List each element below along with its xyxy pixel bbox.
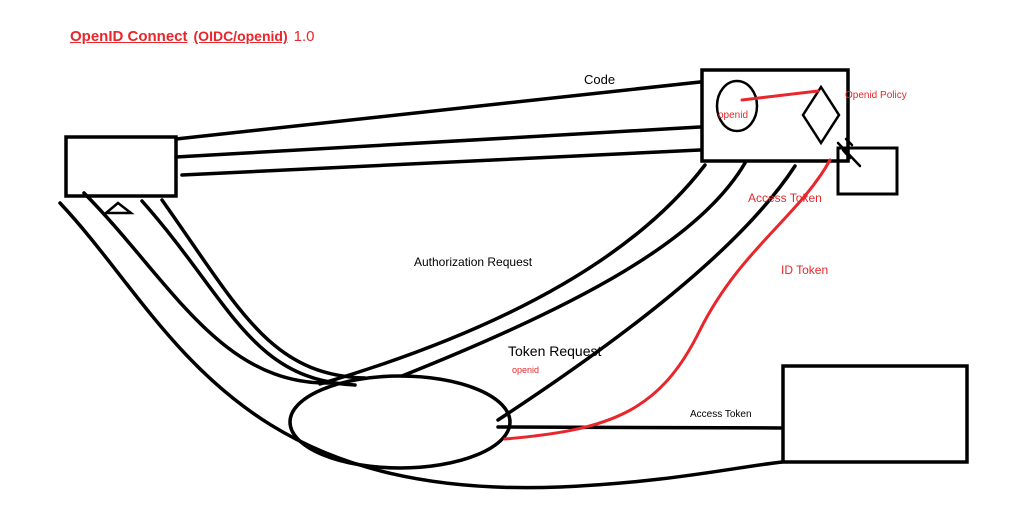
- id-token-label: ID Token: [781, 263, 829, 277]
- ellipse-server-curve-2: [400, 161, 747, 378]
- token-request-label: Token Request: [508, 343, 602, 359]
- client-stand: [102, 201, 135, 215]
- openid-policy-label: Openid Policy: [845, 90, 907, 101]
- title-paren: (OIDC/openid): [193, 28, 288, 44]
- ellipse-server-curve-3: [496, 164, 797, 422]
- access-token-red-label: Access Token: [748, 191, 822, 205]
- access-token-line: [496, 425, 784, 430]
- client-server-line-2: [174, 125, 702, 159]
- openid-circle: [715, 79, 759, 133]
- client-ellipse-curve-1: [82, 191, 332, 385]
- openid-policy-link: [740, 89, 820, 102]
- code-line: [174, 80, 702, 141]
- hatch-lines: [836, 137, 862, 168]
- client-server-line-3: [180, 148, 702, 177]
- access-token-bottom-label: Access Token: [690, 409, 752, 420]
- small-box: [836, 146, 899, 196]
- user-agent-ellipse: [288, 374, 512, 470]
- code-label: Code: [584, 72, 616, 87]
- openid-small-label: openid: [512, 365, 540, 375]
- resource-server-box: [781, 364, 969, 464]
- client-resource-curve: [58, 201, 784, 490]
- ellipse-server-curve-1: [318, 163, 707, 386]
- title-version: 1.0: [293, 28, 315, 45]
- title-main: OpenID Connect: [70, 28, 188, 45]
- openid-circle-label: openid: [718, 110, 749, 121]
- client-box: [64, 135, 178, 198]
- client-ellipse-curve-2: [140, 199, 357, 387]
- authorization-request-label: Authorization Request: [414, 255, 533, 269]
- policy-diamond: [801, 84, 841, 146]
- diagram-title: OpenID Connect (OIDC/openid) 1.0: [70, 28, 314, 46]
- id-token-curve: [503, 158, 832, 441]
- auth-server-box: [700, 68, 850, 163]
- client-ellipse-curve-3: [160, 198, 367, 380]
